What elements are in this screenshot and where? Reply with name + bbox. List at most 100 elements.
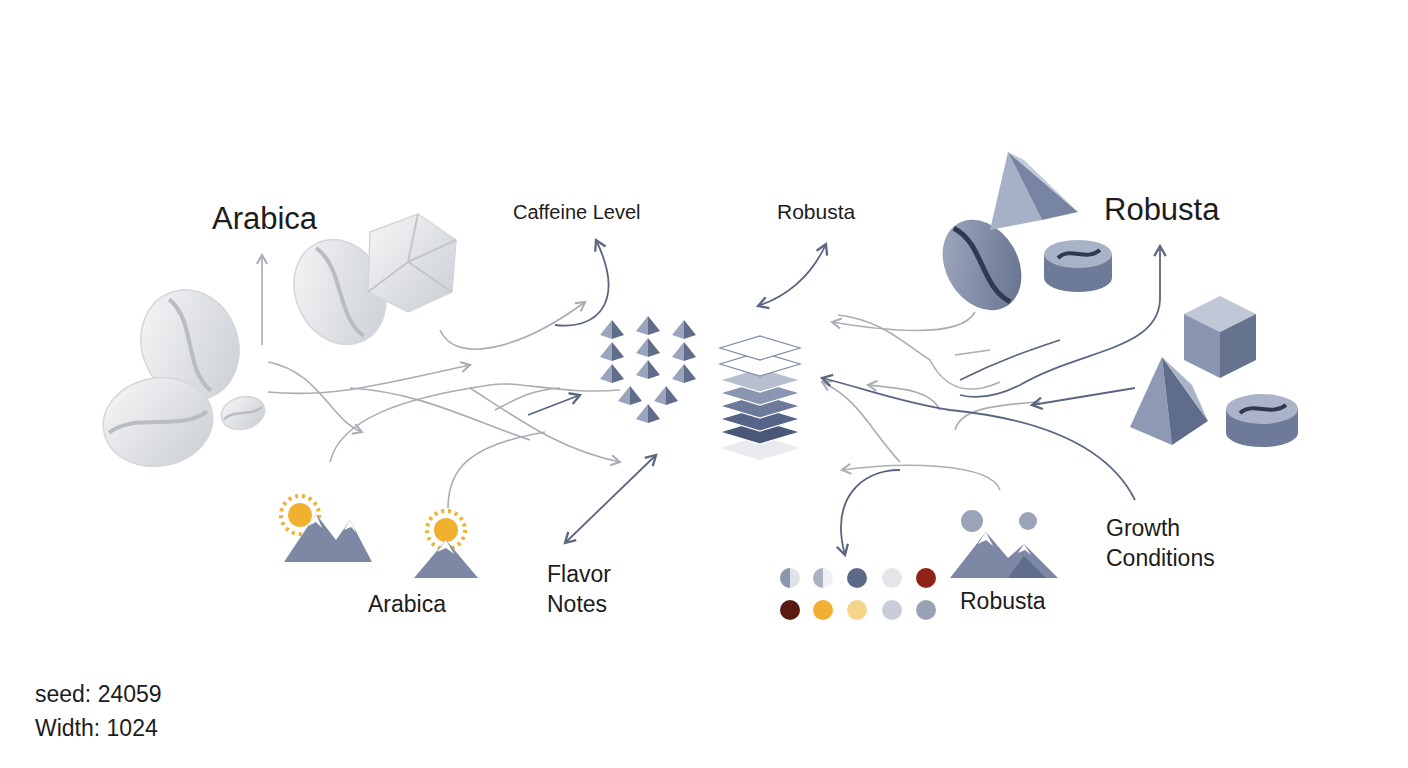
flow-arrows-part — [350, 388, 530, 440]
watermark-note: Width: 1024 — [35, 714, 158, 744]
arabica-beans-part-part — [368, 214, 456, 292]
flavor-dots-part — [882, 568, 902, 588]
layer-stack — [720, 336, 800, 460]
caffeine-grid-part — [654, 386, 678, 405]
flavor-dots-part — [847, 600, 867, 620]
watermark-note: seed: 24059 — [35, 680, 162, 710]
flow-arrows-part — [822, 382, 900, 462]
arabica-mountains-part — [284, 514, 372, 562]
arabica-beans-part-part — [316, 245, 364, 338]
flow-arrows-dark-part — [822, 378, 1135, 500]
attribute-label: Flavor Notes — [547, 560, 639, 620]
flow-arrows-part — [261, 255, 263, 345]
flow-arrows-dark-part — [758, 244, 826, 306]
species-label: Arabica — [368, 590, 446, 620]
flow-arrows-dark-part — [960, 246, 1160, 397]
attribute-label: Growth Conditions — [1106, 514, 1256, 574]
flavor-dots-part — [847, 568, 867, 588]
arabica-mountains — [281, 496, 478, 578]
arabica-beans-part — [96, 369, 220, 475]
flavor-dots-part — [813, 600, 833, 620]
arabica-mountains-part — [344, 520, 356, 532]
flow-arrows-part — [955, 350, 990, 355]
caffeine-grid-part — [672, 342, 696, 361]
caffeine-grid-part — [672, 364, 696, 383]
caffeine-grid-part — [600, 342, 624, 361]
caffeine-grid-part — [600, 364, 624, 383]
caffeine-grid-part — [672, 320, 696, 339]
arabica-beans-part-part — [368, 214, 456, 312]
flavor-dots — [780, 568, 936, 620]
robusta-beans-part — [1130, 357, 1208, 445]
robusta-beans — [927, 152, 1298, 447]
robusta-beans-part-part — [1162, 357, 1208, 445]
flow-arrows — [262, 255, 1040, 508]
robusta-beans-part-part — [1162, 357, 1208, 421]
robusta-beans-part-part — [1008, 152, 1078, 220]
flow-arrows-dark-part — [555, 240, 608, 326]
arabica-mountains-part — [414, 540, 478, 578]
flow-arrows-dark-part — [841, 470, 900, 555]
robusta-mountains-part — [1008, 556, 1046, 578]
caffeine-grid-part — [636, 404, 660, 423]
robusta-beans-part-part — [1184, 314, 1220, 378]
flow-arrows-dark-part — [528, 395, 580, 415]
robusta-mountains-part — [1019, 512, 1037, 530]
robusta-beans-part — [990, 152, 1078, 230]
flavor-dots-part — [916, 600, 936, 620]
flow-arrows-dark-part — [960, 340, 1060, 380]
caffeine-grid-part — [636, 316, 660, 335]
arabica-mountains-part — [308, 514, 322, 528]
arabica-beans-part — [218, 392, 269, 434]
flow-arrows-part — [832, 312, 975, 331]
robusta-mountains-part — [961, 510, 983, 532]
caffeine-grid-part — [600, 320, 624, 339]
species-heading: Arabica — [212, 199, 317, 239]
flavor-dots-part — [882, 600, 902, 620]
arabica-beans — [96, 214, 456, 475]
robusta-disc-part — [1058, 250, 1100, 258]
flow-arrows-part — [842, 465, 1000, 490]
flavor-dots-part — [813, 568, 823, 588]
flow-arrows-part — [268, 362, 362, 432]
flavor-dots-part — [780, 568, 790, 588]
flow-arrows-part — [470, 388, 620, 462]
robusta-mountains-part — [950, 532, 1058, 578]
flow-arrows-part — [448, 432, 545, 508]
arabica-mountains-part — [288, 503, 312, 527]
robusta-mountains-part — [978, 532, 993, 546]
robusta-beans-part-part — [1008, 152, 1078, 212]
flavor-dots-part — [780, 600, 800, 620]
caffeine-grid-part — [618, 386, 642, 405]
flavor-dots-part — [780, 568, 800, 588]
flow-arrows-part — [330, 384, 620, 462]
arabica-beans-part-part — [218, 392, 269, 434]
robusta-beans-part-part — [1220, 314, 1256, 378]
caffeine-grid-part — [636, 338, 660, 357]
arabica-beans-part-part — [223, 407, 262, 420]
flavor-dots-part — [813, 568, 833, 588]
arabica-beans-part-part — [108, 410, 208, 434]
robusta-beans-part-part — [1226, 394, 1298, 424]
arabica-beans-part-part — [96, 369, 220, 475]
caffeine-grid-part — [636, 360, 660, 379]
arabica-mountains-part — [437, 540, 454, 554]
flow-arrows-dark-part — [1032, 388, 1135, 405]
robusta-disc-part — [1044, 240, 1112, 268]
flavor-dots-part — [916, 568, 936, 588]
species-heading: Robusta — [1104, 190, 1219, 230]
robusta-mountains-part — [1018, 544, 1031, 555]
layer-stack-part — [720, 336, 800, 360]
flow-arrows-dark-part — [565, 455, 656, 543]
arabica-mountains-part — [434, 518, 458, 542]
arabica-beans-part — [368, 214, 456, 312]
robusta-mountains — [950, 510, 1058, 578]
species-label: Robusta — [777, 198, 855, 225]
caffeine-grid — [600, 316, 696, 423]
attribute-label: Caffeine Level — [513, 199, 641, 225]
robusta-beans-part-part — [1240, 405, 1286, 413]
robusta-beans-part — [1184, 296, 1256, 378]
robusta-beans-part — [1226, 394, 1298, 447]
